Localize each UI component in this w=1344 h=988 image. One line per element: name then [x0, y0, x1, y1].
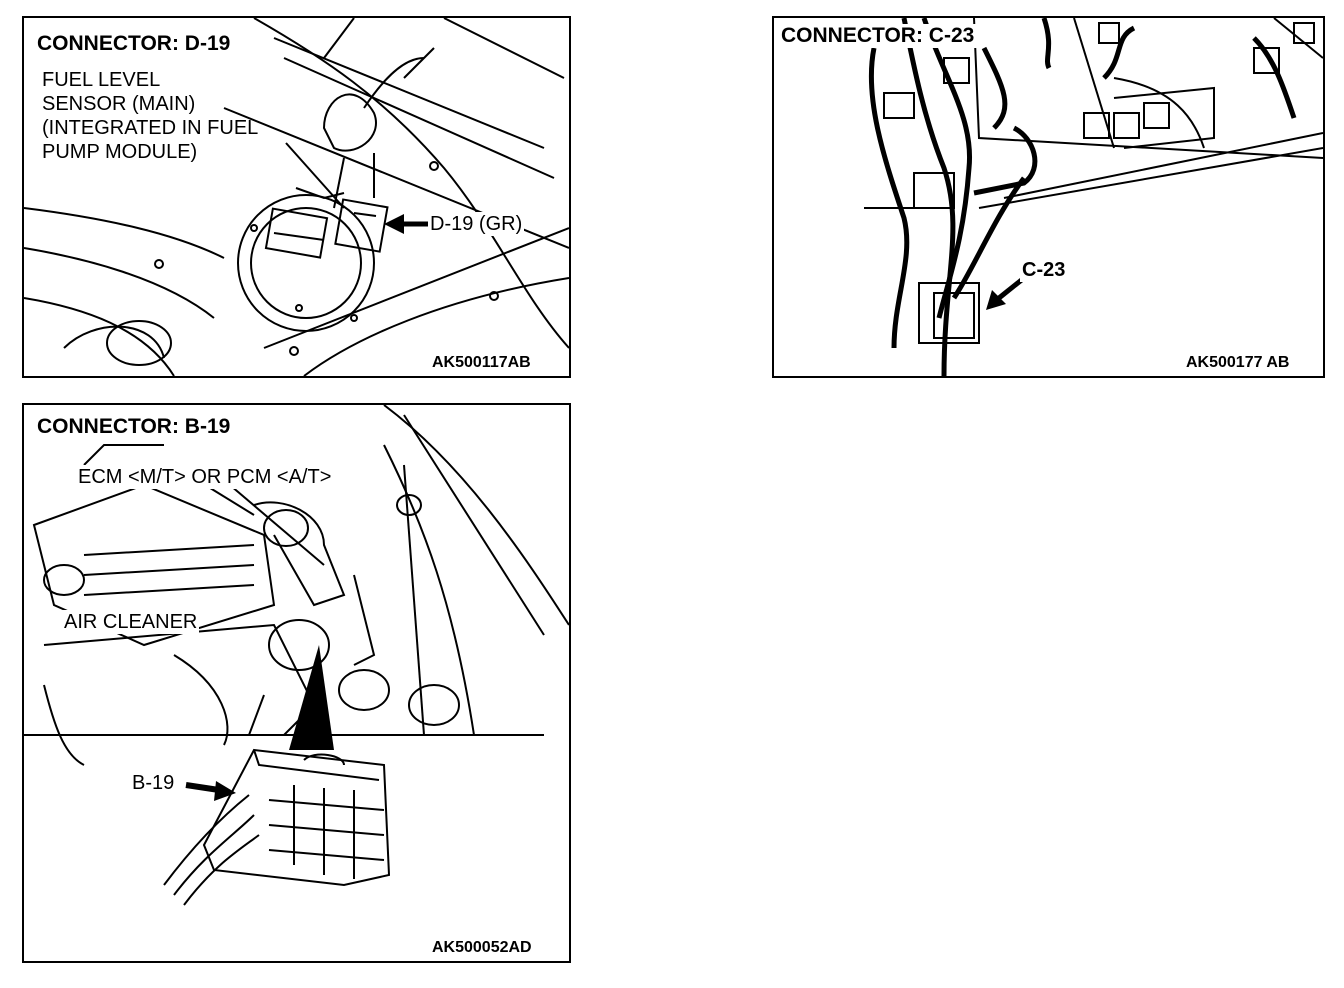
connector-d19-panel: CONNECTOR: D-19 FUEL LEVEL SENSOR (MAIN)…	[22, 16, 571, 378]
engine-bay-illustration	[24, 405, 569, 906]
connector-label: B-19	[130, 771, 177, 795]
connector-label: D-19 (GR)	[428, 212, 525, 236]
air-cleaner-label: AIR CLEANER	[62, 610, 200, 634]
panel-title: CONNECTOR: C-23	[778, 24, 978, 48]
connector-c23-panel: CONNECTOR: C-23 C-23 AK500177 AB	[772, 16, 1325, 378]
figure-code: AK500117AB	[430, 354, 533, 372]
panel-title: CONNECTOR: B-19	[34, 415, 234, 439]
ecm-pcm-label: ECM <M/T> OR PCM <A/T>	[76, 465, 334, 489]
fuel-level-sensor-label: FUEL LEVEL SENSOR (MAIN) (INTEGRATED IN …	[42, 69, 259, 163]
connector-label: C-23	[1020, 258, 1068, 282]
harness-illustration	[864, 18, 1323, 376]
connector-b19-panel: CONNECTOR: B-19 ECM <M/T> OR PCM <A/T> A…	[22, 403, 571, 963]
figure-code: AK500052AD	[430, 939, 534, 957]
panel-title: CONNECTOR: D-19	[34, 32, 234, 56]
figure-code: AK500177 AB	[1184, 354, 1292, 372]
